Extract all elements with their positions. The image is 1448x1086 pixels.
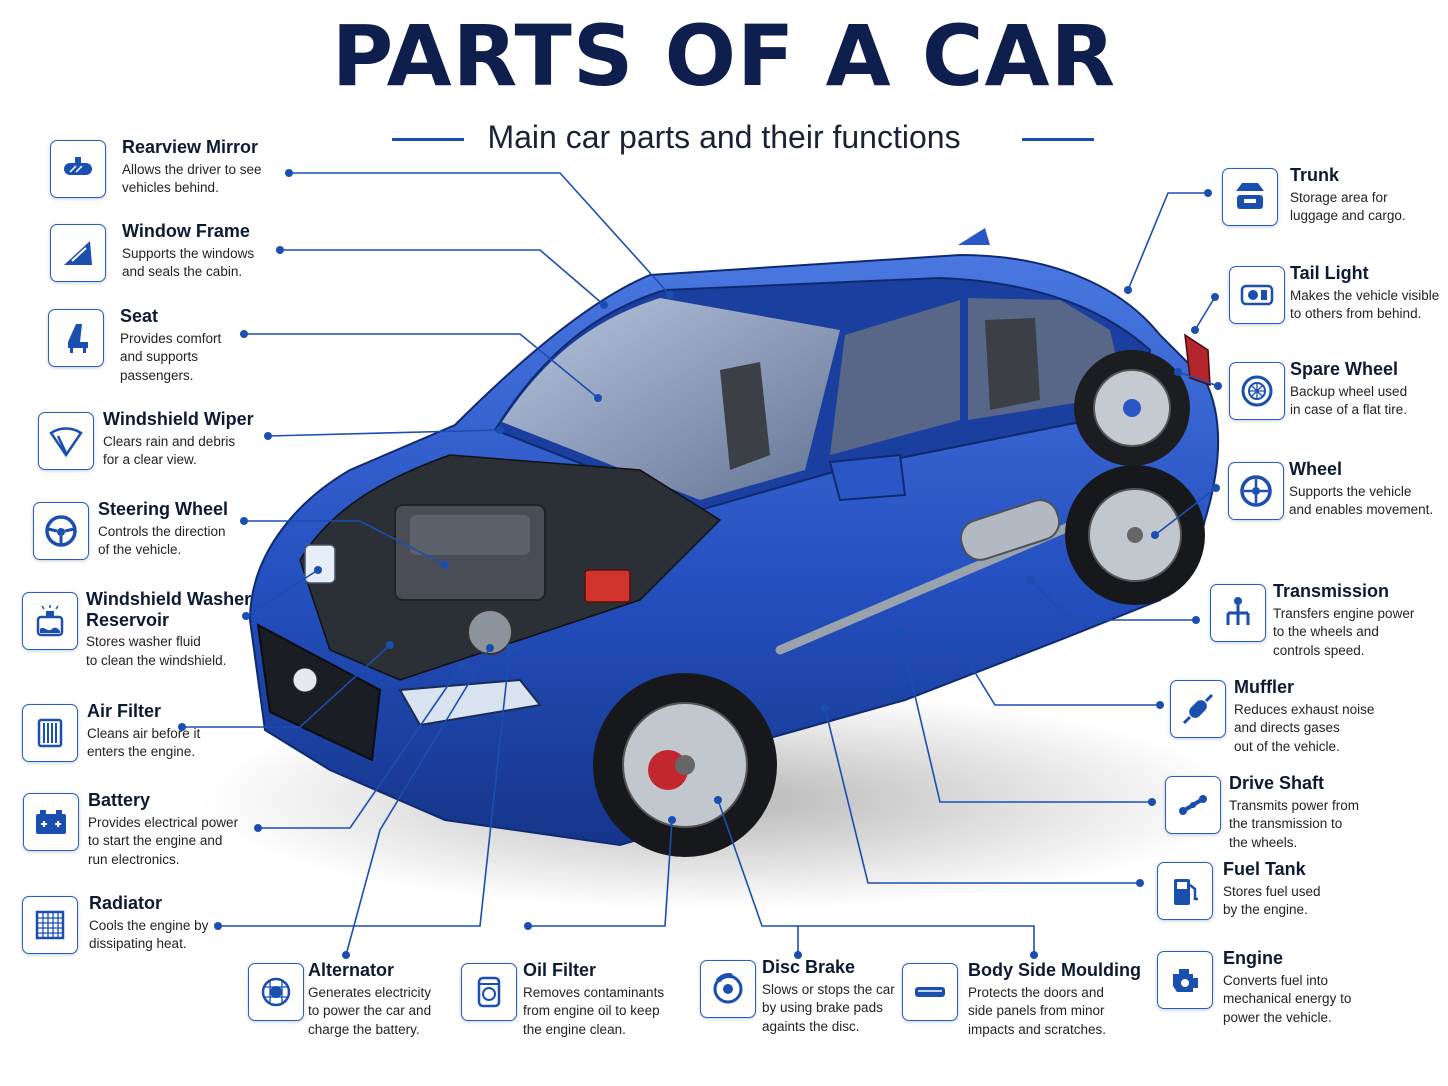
leader-muffler	[954, 639, 1160, 706]
wiper-icon	[38, 412, 94, 470]
leader-tail-light	[1194, 296, 1216, 331]
moulding-icon	[902, 963, 958, 1021]
air-filter-icon	[22, 704, 78, 762]
subtitle-rule-right	[1022, 138, 1094, 141]
leader-wheel	[1154, 487, 1217, 536]
leader-washer-reservoir	[245, 569, 319, 617]
leader-window-frame	[280, 249, 605, 306]
car-front-side-window	[830, 300, 960, 455]
leader-alternator	[345, 647, 491, 956]
part-name: Rearview Mirror	[122, 137, 259, 157]
car-grille	[256, 623, 382, 762]
car-seat-rear	[985, 318, 1040, 410]
leader-transmission	[1029, 579, 1196, 621]
leader-oil-filter	[528, 819, 673, 927]
window-frame-icon	[50, 224, 106, 282]
battery-body	[584, 569, 631, 603]
page-title: PARTS OF A CAR	[331, 7, 1117, 105]
car-emblem	[292, 667, 318, 693]
spare-wheel-hub	[1123, 399, 1141, 417]
leader-spare-wheel	[1177, 371, 1219, 387]
leader-fuel-tank	[824, 707, 1140, 884]
alternator-icon	[248, 963, 304, 1021]
leader-radiator	[218, 647, 511, 927]
battery-icon	[23, 793, 79, 851]
seat-icon	[48, 309, 104, 367]
leader-drive-shaft	[899, 631, 1152, 803]
tail-light-icon	[1229, 266, 1285, 324]
steering-wheel-icon	[33, 502, 89, 560]
leader-battery	[258, 664, 463, 829]
car-side-mirror	[828, 453, 907, 502]
leader-windshield-wiper	[267, 429, 501, 437]
leader-disc-brake	[717, 799, 799, 955]
oil-filter-icon	[461, 963, 517, 1021]
engine-icon	[1157, 951, 1213, 1009]
leader-dots	[178, 169, 1222, 959]
car-illustration	[200, 228, 1240, 910]
muffler-body	[959, 499, 1061, 561]
front-wheel-hub	[675, 755, 695, 775]
subtitle-rule-left	[392, 138, 464, 141]
leader-steering-wheel	[244, 520, 446, 566]
car-seat-front	[720, 362, 770, 470]
leader-body-side-moulding	[798, 925, 1035, 955]
engine-cover	[410, 515, 530, 555]
transmission-icon	[1210, 584, 1266, 642]
muffler-icon	[1170, 680, 1226, 738]
washer-reservoir-icon	[22, 592, 78, 650]
spare-wheel-icon	[1229, 362, 1285, 420]
leader-seat	[244, 333, 599, 399]
trunk-icon	[1222, 168, 1278, 226]
washer-tank	[304, 544, 336, 584]
leader-rearview-mirror	[289, 172, 671, 296]
rear-wheel-hub	[1127, 527, 1143, 543]
car-tail-light	[1184, 333, 1211, 387]
leader-trunk	[1127, 192, 1208, 291]
car-antenna	[958, 228, 990, 245]
page-subtitle: Main car parts and their functions	[487, 119, 961, 155]
wheel-icon	[1228, 462, 1284, 520]
fuel-tank-icon	[1157, 862, 1213, 920]
rearview-mirror-icon	[50, 140, 106, 198]
disc-brake-icon	[700, 960, 756, 1018]
drive-shaft-icon	[1165, 776, 1221, 834]
alternator-pulley	[467, 609, 513, 655]
leader-lines	[182, 172, 1219, 956]
radiator-icon	[22, 896, 78, 954]
leader-air-filter	[182, 644, 391, 728]
